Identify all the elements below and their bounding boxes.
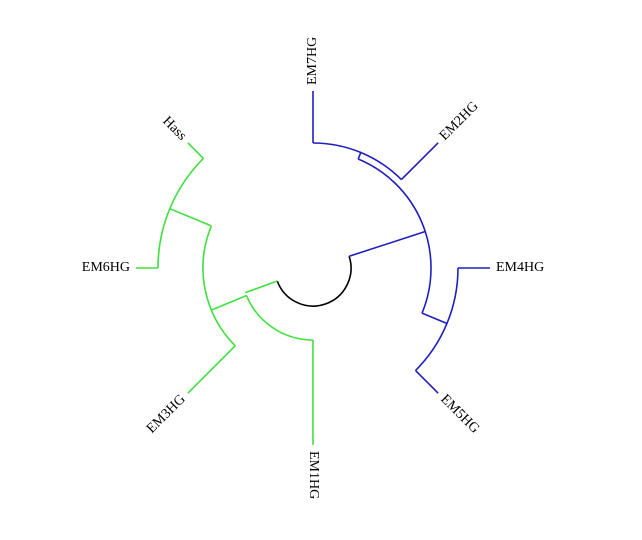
- branch-hass: [187, 142, 204, 159]
- leaf-label-em7hg: EM7HG: [305, 37, 320, 85]
- subclade-em3-em6-hass-stem: [211, 294, 247, 311]
- clade-blue-stem: [348, 230, 426, 258]
- subclade-em4-em5-stem: [421, 312, 448, 325]
- root-arc: [276, 256, 352, 307]
- leaf-label-em4hg: EM4HG: [496, 260, 544, 275]
- subclade-em4-em5-arc: [414, 267, 459, 372]
- leaf-label-em1hg: EM1HG: [306, 451, 321, 499]
- leaf-label-em3hg: EM3HG: [144, 392, 189, 437]
- subclade-em6-hass-stem: [169, 207, 212, 227]
- subclade-em3-em6-hass-arc: [202, 225, 236, 347]
- leaf-label-hass: Hass: [159, 114, 189, 144]
- clade-green-arc: [245, 295, 314, 341]
- leaf-label-em2hg: EM2HG: [437, 99, 482, 144]
- branch-em2hg: [400, 142, 439, 181]
- branch-em5hg: [414, 369, 439, 394]
- clade-green-stem: [245, 280, 278, 294]
- subclade-em6-hass-arc: [157, 157, 204, 269]
- subclade-em7-em2-arc: [312, 142, 402, 181]
- subclade-em7-em2-stem: [357, 152, 362, 160]
- clade-blue-arc: [357, 158, 432, 314]
- leaf-label-em5hg: EM5HG: [437, 392, 482, 437]
- branch-em3hg: [187, 345, 236, 394]
- leaf-label-em6hg: EM6HG: [82, 260, 130, 275]
- clade-blue: [312, 91, 490, 394]
- clade-green: [136, 142, 314, 445]
